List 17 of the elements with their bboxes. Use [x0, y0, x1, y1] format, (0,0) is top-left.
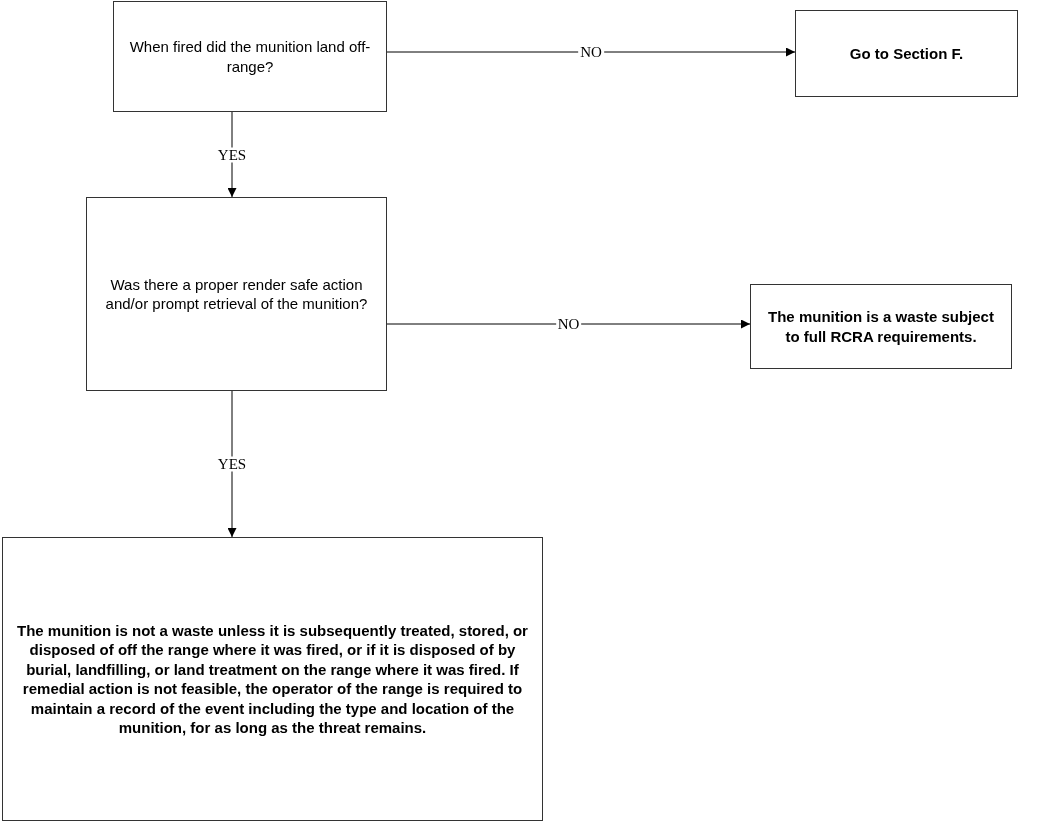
process-box: [795, 10, 1018, 97]
edge-label: YES: [215, 147, 249, 162]
arrow: [386, 47, 796, 57]
arrow: [386, 319, 751, 329]
edge-label: YES: [215, 456, 249, 472]
box-text: Was there a proper render safe action and/or prompt retrieval of the munition?: [104, 274, 369, 314]
edge-label: NO: [555, 316, 582, 332]
process-box: [86, 197, 387, 391]
box-text: The munition is a waste subject to full RCRA requirements.: [767, 307, 995, 346]
arrow: [227, 390, 237, 538]
process-box: [113, 1, 387, 112]
box-text: Go to Section F.: [849, 43, 964, 64]
box-text: The munition is not a waste unless it is subsequently treated, stored, or disposed of off the range where it was fired, or if it is disposed of by burial, landfilling, or land treatment on the range where it was fired. If remedial action is not feasible, the operator of the range is required to maintain a record of the event including the type and location of the munition, for as long as the threat remains.: [16, 620, 529, 738]
process-box: [750, 284, 1012, 369]
process-box: [2, 537, 543, 821]
box-text: When fired did the munition land off-range?: [128, 37, 372, 76]
edge-label: NO: [578, 44, 604, 60]
